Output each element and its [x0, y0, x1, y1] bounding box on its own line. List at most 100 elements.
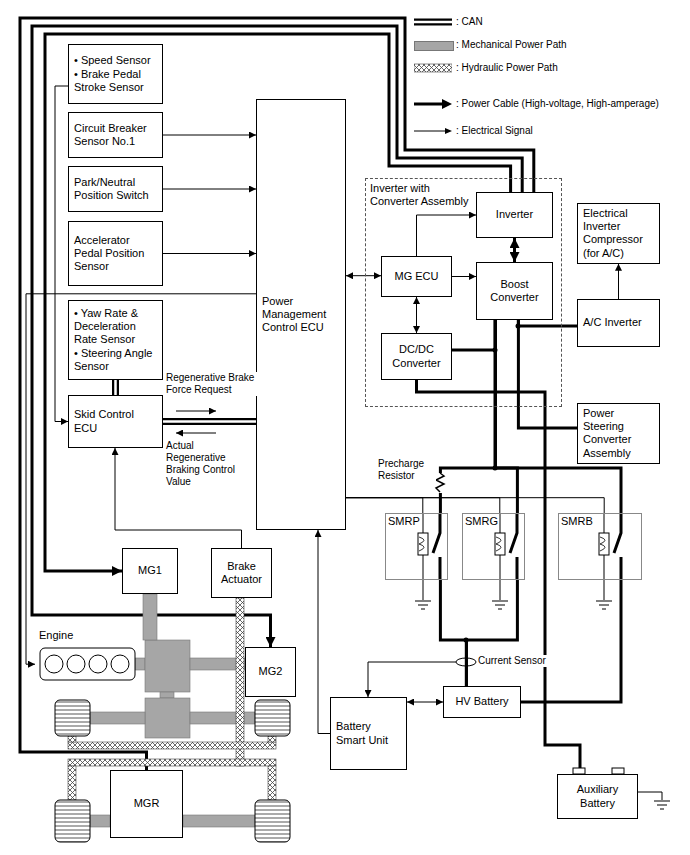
connector-path [26, 294, 256, 664]
process-box: Skid Control ECU [68, 395, 163, 448]
power-cable [495, 320, 517, 513]
power-cable [466, 580, 517, 686]
power-cable [20, 18, 534, 770]
can-inner [114, 380, 117, 395]
node-text: HV Battery [455, 695, 508, 708]
legend-text: : Power Cable (High-voltage, High-ampera… [456, 98, 659, 110]
node-text: Boost Converter [481, 278, 548, 304]
legend-sample [414, 96, 452, 112]
cylinder [67, 655, 85, 673]
signal-line [417, 215, 477, 256]
power-split-device [145, 640, 190, 692]
direction-arrow [176, 411, 216, 412]
connector-path [346, 275, 381, 276]
signal-line [318, 530, 330, 734]
can-bus [115, 380, 116, 395]
current-sensor [456, 658, 476, 666]
legend-text: : CAN [456, 16, 483, 28]
signal-line [407, 702, 443, 703]
signal-line [346, 275, 381, 276]
process-box: Boost Converter [476, 262, 553, 320]
connector-path [45, 34, 511, 571]
relay-box: SMRP [385, 513, 448, 580]
power-cable [440, 580, 466, 686]
can-bus [163, 421, 256, 422]
process-box: MG2 [245, 647, 296, 697]
wheels [55, 700, 290, 842]
engine-drawing [40, 648, 135, 680]
wheel [255, 700, 290, 736]
connector-path [466, 580, 517, 686]
connector-path [163, 189, 256, 190]
node-text: SMRP [388, 515, 420, 528]
connector-path [346, 498, 423, 513]
relays [415, 513, 621, 609]
connector-path [518, 320, 577, 326]
process-box: Power Management Control ECU [256, 99, 346, 530]
legend-text: : Hydraulic Power Path [456, 62, 558, 74]
node-text: SMRB [561, 515, 593, 528]
drive-shaft [160, 692, 174, 698]
front-axle [190, 712, 255, 724]
signal-line [26, 294, 256, 664]
junction-dot [493, 348, 498, 353]
node-text: Power Management Control ECU [262, 295, 340, 335]
connector-path [518, 320, 577, 428]
annotation-label: Actual Regenerative Braking Control Valu… [166, 440, 254, 488]
signal-line [416, 297, 417, 333]
node-text: Auxiliary Battery [562, 783, 633, 809]
ground-symbol [492, 601, 508, 609]
power-cable [521, 580, 621, 702]
wheel [55, 800, 90, 842]
connector-path [513, 238, 516, 262]
node-text: Skid Control ECU [74, 408, 157, 434]
junction-dot [493, 466, 498, 471]
process-box: • Yaw Rate & Deceleration Rate Sensor• S… [68, 300, 163, 380]
node-text: A/C Inverter [583, 316, 654, 329]
relay-contact [433, 513, 621, 580]
node-text: Engine [39, 629, 73, 642]
node-text: • Yaw Rate & Deceleration Rate Sensor [74, 307, 157, 347]
signal-line [346, 498, 500, 513]
node-text: Inverter with Converter Assembly [370, 182, 474, 208]
legend-text: : Mechanical Power Path [456, 39, 567, 51]
wheel [55, 700, 90, 736]
signal-line [163, 189, 256, 190]
node-text: DC/DC Converter [386, 343, 447, 369]
hydraulic-line [236, 598, 244, 766]
connector-path [346, 498, 500, 513]
process-box: Battery Smart Unit [330, 697, 407, 770]
connector-path [163, 135, 256, 136]
legend-sample [414, 14, 452, 30]
process-box: Auxiliary Battery [557, 774, 638, 819]
signal-line [346, 498, 423, 513]
node-text: • Speed Sensor [74, 54, 157, 67]
regen-arrows [176, 411, 216, 433]
node-text: Battery Smart Unit [336, 720, 401, 746]
signal-line [346, 498, 604, 513]
process-box: DC/DC Converter [381, 333, 452, 380]
signal-line [55, 86, 68, 422]
engine-shaft [135, 658, 145, 670]
legend-sample-drawing [414, 96, 452, 112]
connector-path [495, 320, 517, 513]
connector-path [346, 498, 604, 513]
node-text: • Brake Pedal Stroke Sensor [74, 68, 157, 94]
power-cable [32, 26, 522, 647]
junction-dot [516, 324, 521, 329]
connector-path [20, 18, 534, 770]
can-inner [163, 420, 256, 423]
rear-axle [183, 815, 255, 827]
node-text: Electrical Inverter Compressor (for A/C) [583, 207, 654, 260]
relay-box: SMRG [462, 513, 525, 580]
process-box: Accelerator Pedal Position Sensor [68, 221, 163, 286]
connector-path [521, 580, 621, 702]
relay-coil-wire [423, 513, 604, 600]
signal-line [163, 253, 256, 254]
connector-path [618, 264, 619, 299]
mg1-shaft [143, 594, 157, 640]
hydraulic-line [268, 736, 276, 742]
can-outer [163, 418, 256, 425]
annotation-label: Regenerative Brake Force Request [166, 372, 258, 396]
